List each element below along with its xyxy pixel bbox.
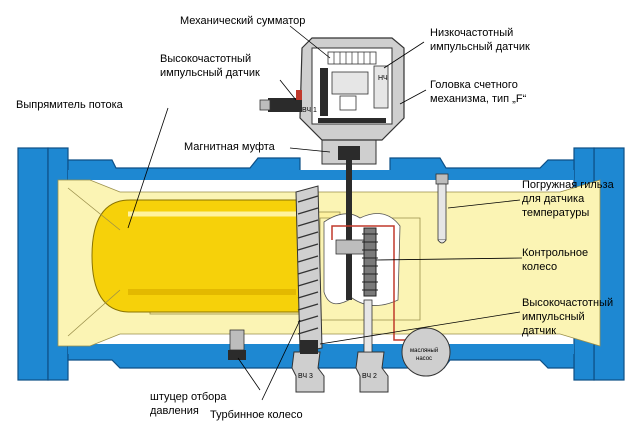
mark-hf1: ВЧ 1 [302,107,317,114]
label-magnetic-coupling: Магнитная муфта [184,141,276,153]
counter-head [259,37,405,182]
mark-hf2: ВЧ 2 [362,373,377,380]
label-thermowell-line1: Погружная гильза [522,179,615,191]
label-hf-sensor-bottom-line1: Высокочастотный [522,297,613,309]
bottom-sensors [228,299,451,393]
label-thermowell-line3: температуры [522,207,589,219]
thermowell [435,173,449,244]
label-counter-head-line1: Головка счетного [430,79,518,91]
labels: Механический сумматор Низкочастотный имп… [16,15,615,421]
leader-lines [127,25,523,401]
turbine-wheel [295,185,323,353]
label-flow-straightener: Выпрямитель потока [16,99,124,111]
label-control-wheel-line2: колесо [522,261,557,273]
label-summator: Механический сумматор [180,15,305,27]
mark-lf: НЧ [378,75,388,82]
mark-oil-pump-line1: масляный [410,347,438,354]
label-thermowell-line2: для датчика [522,193,585,205]
label-hf-sensor-bottom-line3: датчик [522,325,556,337]
flow-straightener [67,187,301,337]
mark-oil-pump-line2: насос [416,356,432,362]
label-lf-sensor-line2: импульсный датчик [430,41,530,53]
label-control-wheel-line1: Контрольное [522,247,588,259]
label-lf-sensor-line1: Низкочастотный [430,27,513,39]
gear-assembly [323,180,407,350]
label-turbine-wheel: Турбинное колесо [210,409,303,421]
label-hf-sensor-bottom-line2: импульсный [522,311,585,323]
mark-hf3: ВЧ 3 [298,373,313,380]
label-hf-sensor-top-line1: Высокочастотный [160,53,251,65]
label-pressure-tap-line2: давления [150,405,199,417]
label-hf-sensor-top-line2: импульсный датчик [160,67,260,79]
label-counter-head-line2: механизма, тип „F“ [430,93,527,105]
label-pressure-tap-line1: штуцер отбора [150,391,227,403]
component-marks: ВЧ 1 НЧ ВЧ 3 ВЧ 2 масляный насос [298,75,438,380]
